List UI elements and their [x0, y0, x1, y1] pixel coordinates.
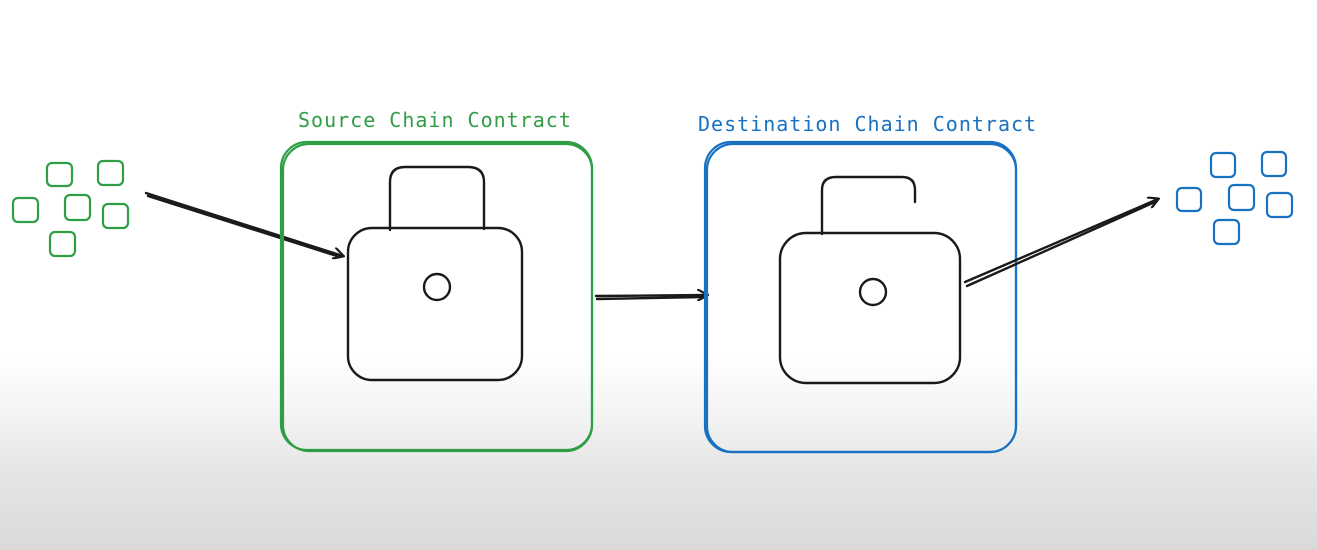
source-chain-contract-label: Source Chain Contract: [298, 108, 572, 132]
destination-chain-contract-label: Destination Chain Contract: [698, 112, 1038, 136]
input-token: [48, 230, 77, 258]
input-token: [63, 193, 92, 222]
input-tokens: [11, 159, 130, 258]
locked-padlock-icon: [346, 165, 524, 382]
input-token: [11, 196, 40, 224]
source-chain-contract-box-sketch: [281, 142, 594, 453]
input-token: [45, 161, 74, 188]
output-token: [1260, 150, 1288, 178]
destination-chain-contract-box-sketch: [705, 142, 1018, 454]
output-token: [1265, 191, 1294, 219]
arrow-source-to-destination: [594, 295, 707, 296]
output-token: [1175, 186, 1203, 213]
output-token: [1212, 218, 1241, 246]
arrow-destination-to-output-sketch: [965, 200, 1157, 288]
input-token: [96, 159, 125, 187]
arrow-input-to-source-sketch: [146, 194, 342, 259]
unlocked-padlock-icon: [778, 175, 962, 385]
output-tokens: [1175, 150, 1294, 246]
output-token: [1227, 183, 1256, 212]
arrow-destination-to-output: [963, 199, 1158, 284]
output-token: [1209, 151, 1237, 179]
source-chain-contract-box: [279, 140, 594, 452]
arrow-input-to-source: [144, 191, 343, 256]
arrow-source-to-destination-sketch: [595, 295, 705, 301]
input-token: [101, 202, 130, 230]
